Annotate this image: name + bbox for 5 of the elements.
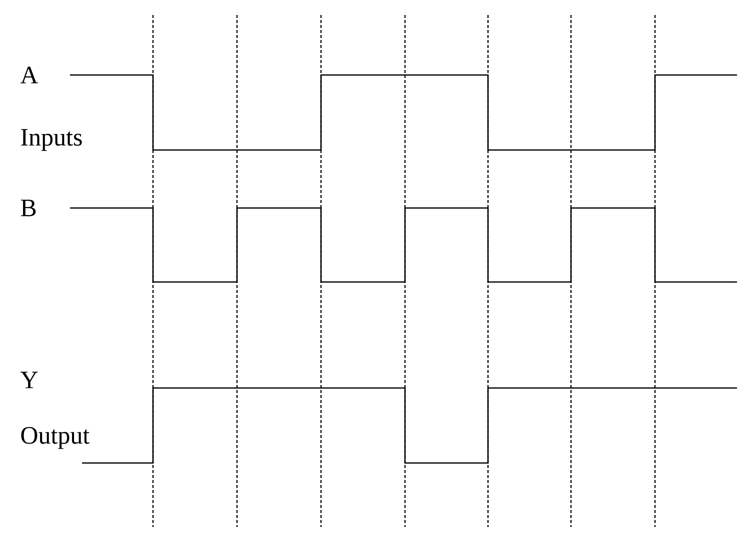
signal-label: B xyxy=(20,200,36,216)
signal-label: Output xyxy=(21,427,90,449)
signal-label: A xyxy=(20,66,38,84)
signal-label: Y xyxy=(20,372,38,388)
signal-label: Inputs xyxy=(21,129,82,151)
